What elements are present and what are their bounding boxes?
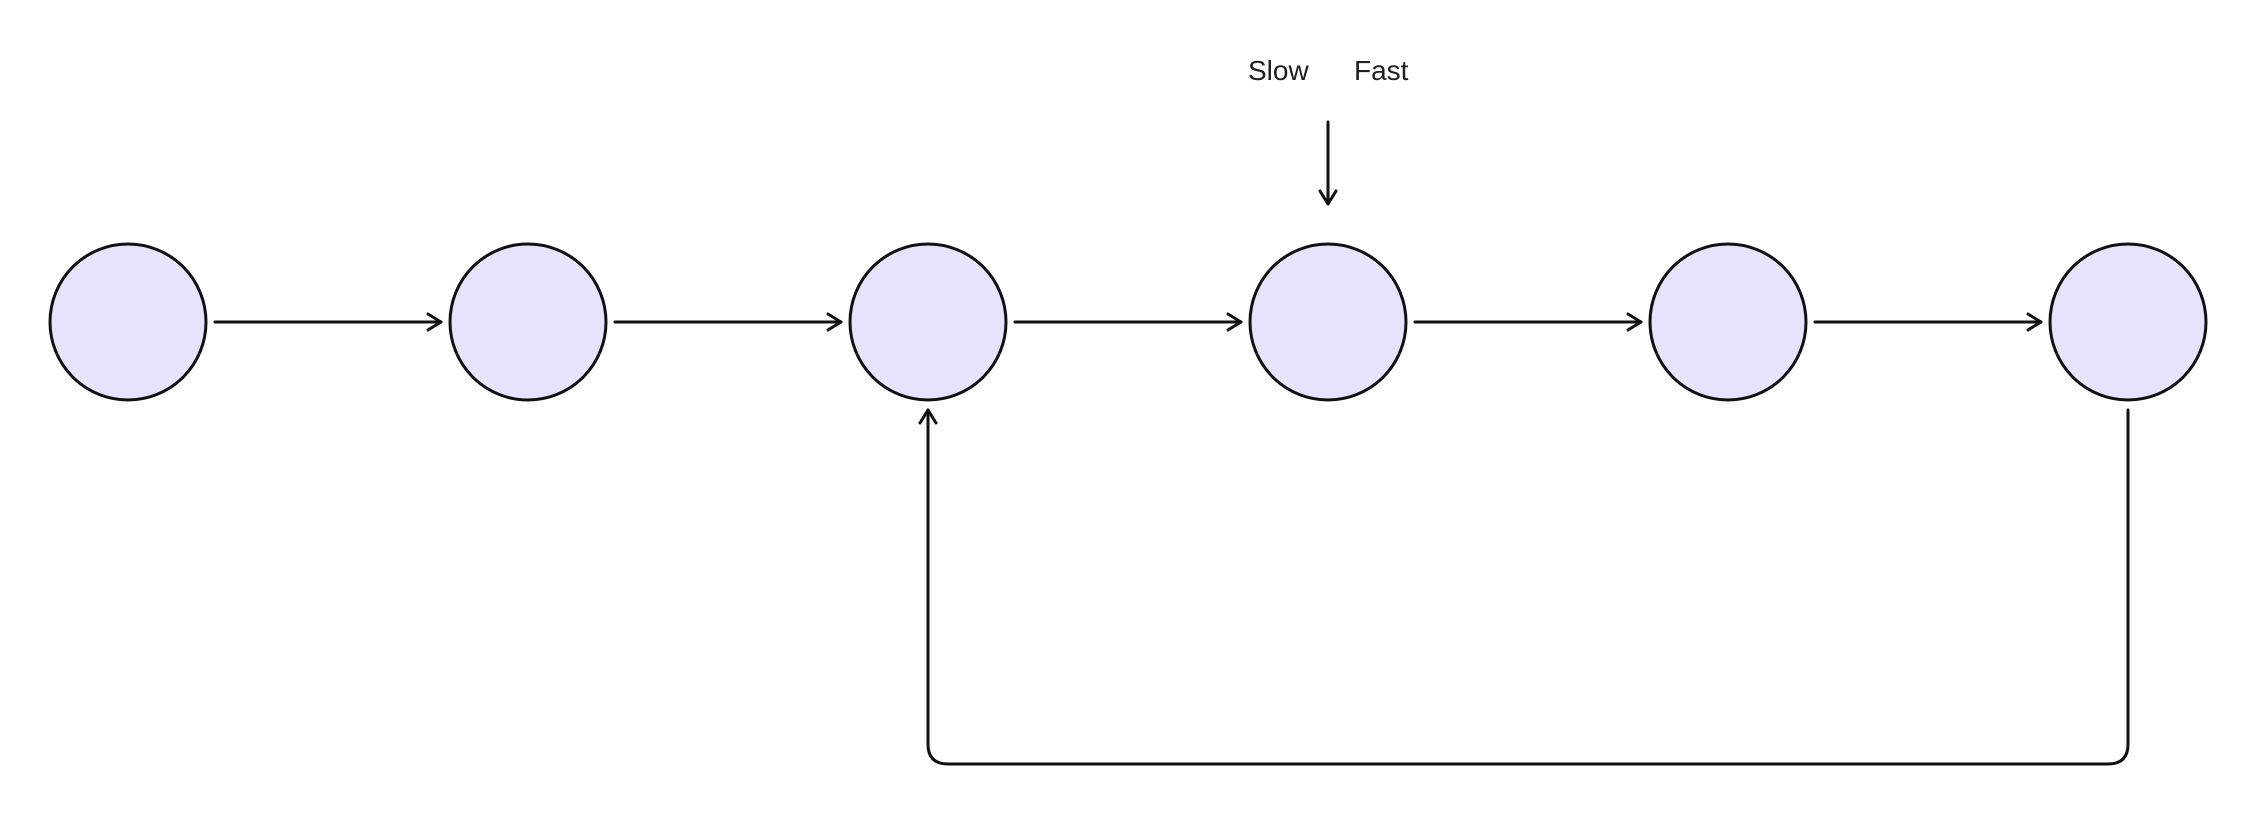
cycle-edge-node-6-to-node-3 (918, 408, 2130, 766)
node-2 (448, 242, 608, 402)
node-6 (2048, 242, 2208, 402)
node-1 (48, 242, 208, 402)
node-5 (1648, 242, 1808, 402)
node-4 (1248, 242, 1408, 402)
fast-pointer-label: Fast (1354, 55, 1409, 86)
slow-pointer-label: Slow (1248, 55, 1309, 86)
node-3 (848, 242, 1008, 402)
